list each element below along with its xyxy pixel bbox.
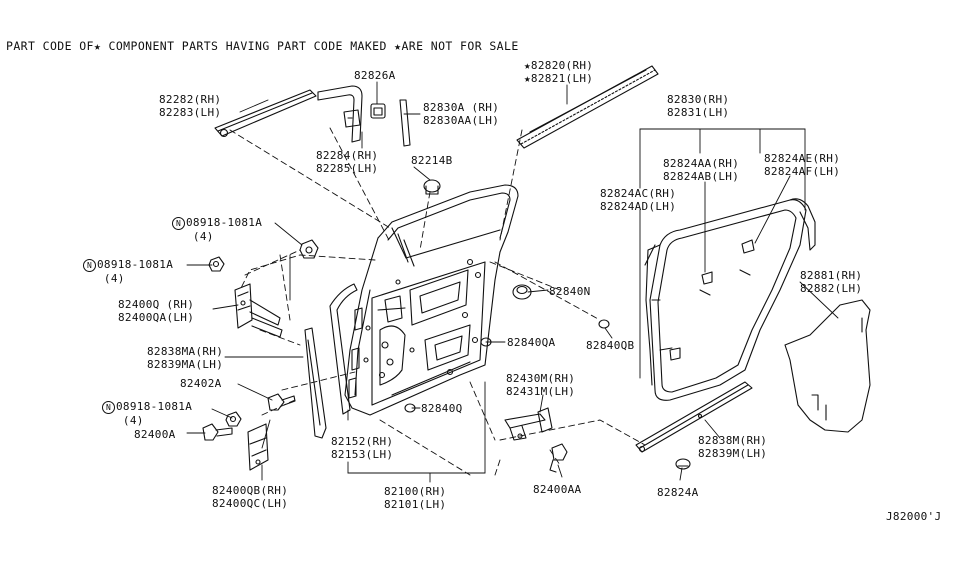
weatherstrip-82830 — [644, 198, 816, 401]
nut-08918-low — [225, 411, 242, 427]
label-82826a: 82826A — [354, 69, 396, 82]
label-82840qb: 82840QB — [586, 339, 635, 352]
label-82400qb: 82400QB(RH)82400QC(LH) — [212, 484, 289, 510]
strip-82830a — [399, 99, 411, 147]
label-82400a: 82400A — [134, 428, 176, 441]
plug-82840n — [512, 284, 532, 300]
label-82284: 82284(RH)82285(LH) — [316, 149, 379, 175]
diagram-code: J82000'J — [886, 510, 942, 523]
nut-08918-top — [299, 239, 319, 259]
plug-82840qb — [598, 319, 610, 329]
nut-symbol: N — [83, 259, 96, 272]
bolt-82400a — [202, 423, 233, 441]
label-82824aa: 82824AA(RH)82824AB(LH) — [663, 157, 740, 183]
label-82820: ★82820(RH)★82821(LH) — [524, 59, 594, 85]
outer-moulding-82820 — [516, 65, 659, 149]
check-link-82430m — [504, 407, 553, 441]
rear-door-shell — [344, 184, 519, 416]
lower-hinge-82400qb — [247, 423, 269, 471]
clip-82824a — [675, 458, 691, 470]
clip-82826a — [370, 103, 386, 119]
label-82100: 82100(RH)82101(LH) — [384, 485, 447, 511]
label-82840qa: 82840QA — [507, 336, 556, 349]
sash-strip-82282 — [214, 89, 317, 138]
label-82400aa: 82400AA — [533, 483, 582, 496]
label-82824ac: 82824AC(RH)82824AD(LH) — [600, 187, 677, 213]
nut-symbol: N — [172, 217, 185, 230]
strip-82152 — [329, 283, 358, 415]
dashed-reference-lines — [229, 127, 646, 476]
label-82838ma: 82838MA(RH)82839MA(LH) — [147, 345, 224, 371]
label-82840n: 82840N — [549, 285, 591, 298]
label-82830a: 82830A (RH)82830AA(LH) — [423, 101, 500, 127]
label-82830: 82830(RH)82831(LH) — [667, 93, 730, 119]
plug-82840qa — [480, 337, 492, 347]
nut-08918-mid — [208, 256, 225, 272]
header-note: PART CODE OF★ COMPONENT PARTS HAVING PAR… — [6, 39, 519, 53]
label-82824a: 82824A — [657, 486, 699, 499]
label-82400q: 82400Q (RH)82400QA(LH) — [118, 298, 195, 324]
sealing-screen-82881 — [784, 299, 871, 433]
label-82838m: 82838M(RH)82839M(LH) — [698, 434, 768, 460]
label-82824ae: 82824AE(RH)82824AF(LH) — [764, 152, 841, 178]
leader-lines — [186, 81, 839, 483]
sash-82838ma — [304, 327, 327, 439]
corner-piece-82284 — [317, 85, 363, 143]
label-82152: 82152(RH)82153(LH) — [331, 435, 394, 461]
bolt-82400aa — [549, 443, 568, 473]
label-82282: 82282(RH)82283(LH) — [159, 93, 222, 119]
nut-symbol: N — [102, 401, 115, 414]
label-82840q: 82840Q — [421, 402, 463, 415]
plug-82840q — [404, 403, 416, 413]
label-82881: 82881(RH)82882(LH) — [800, 269, 863, 295]
grommet-82214b — [423, 179, 441, 195]
upper-hinge-82400q — [234, 283, 283, 338]
label-82430m: 82430M(RH)82431M(LH) — [506, 372, 576, 398]
bolt-82402a — [267, 393, 296, 411]
lower-moulding-82838m — [635, 381, 753, 453]
label-82402a: 82402A — [180, 377, 222, 390]
label-82214b: 82214B — [411, 154, 453, 167]
